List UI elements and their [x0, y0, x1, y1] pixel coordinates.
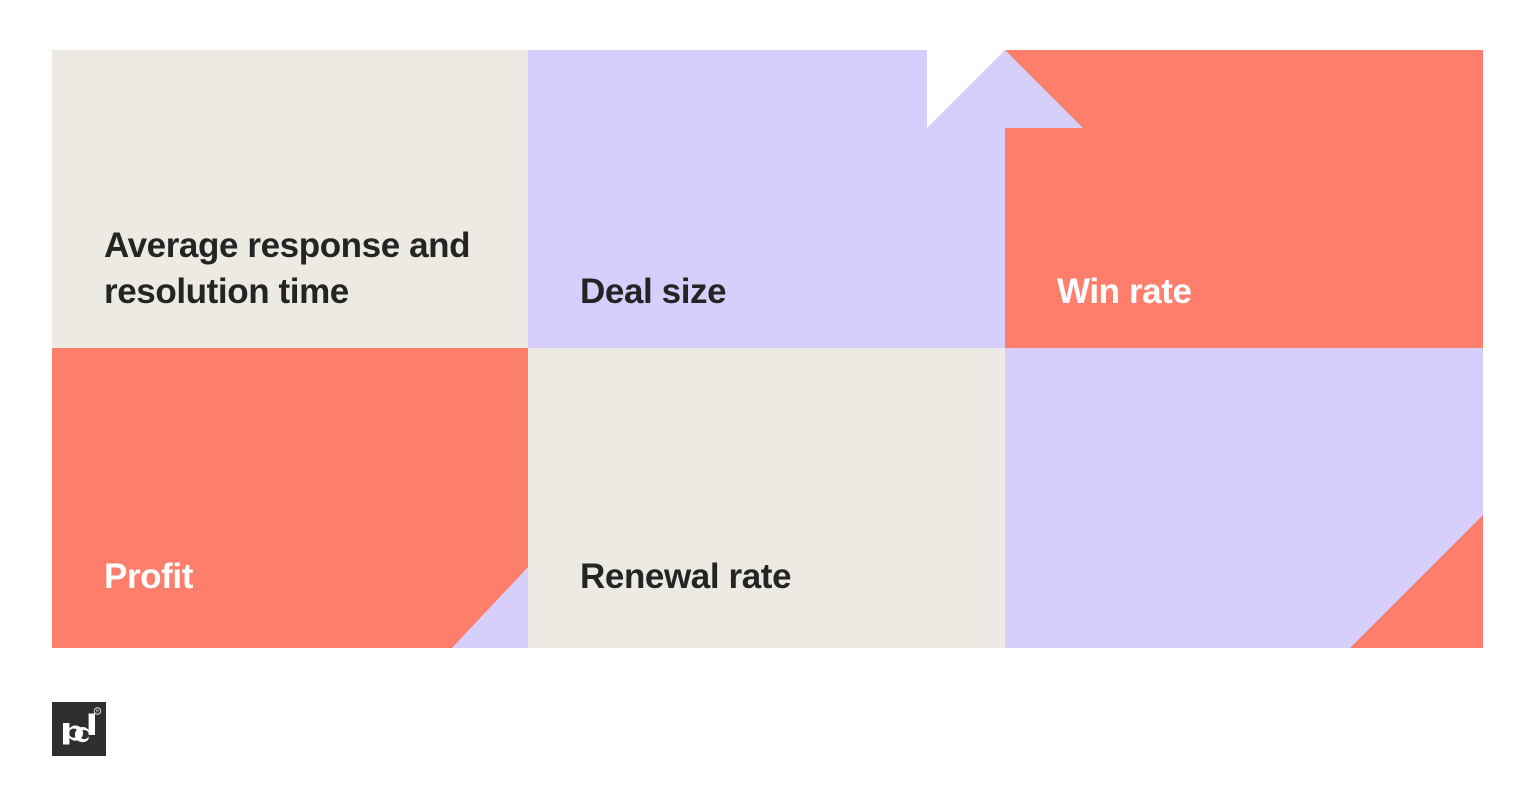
tile-label: Deal size [580, 272, 727, 312]
corner-wedge-icon [1350, 515, 1483, 648]
tile-label: Win rate [1057, 272, 1192, 312]
tile-profit: Profit [52, 348, 528, 648]
tile-renewal-rate: Renewal rate [528, 348, 1005, 648]
tile-label: Renewal rate [580, 557, 792, 597]
metric-tile-grid: Average response and resolution time Dea… [52, 50, 1483, 648]
tile-average-response-and-resolution-time: Average response and resolution time [52, 50, 528, 348]
corner-notch-icon [927, 50, 1005, 128]
corner-wedge-icon [1005, 50, 1083, 128]
tile-label: Profit [104, 557, 193, 597]
tile-blank [1005, 348, 1483, 648]
pandadoc-monogram-icon: R [63, 707, 102, 745]
pandadoc-logo: R [52, 702, 106, 756]
tile-deal-size: Deal size [528, 50, 1005, 348]
tile-win-rate: Win rate [1005, 50, 1483, 348]
svg-text:R: R [96, 709, 99, 714]
tile-label: Average response and resolution time [104, 225, 471, 312]
